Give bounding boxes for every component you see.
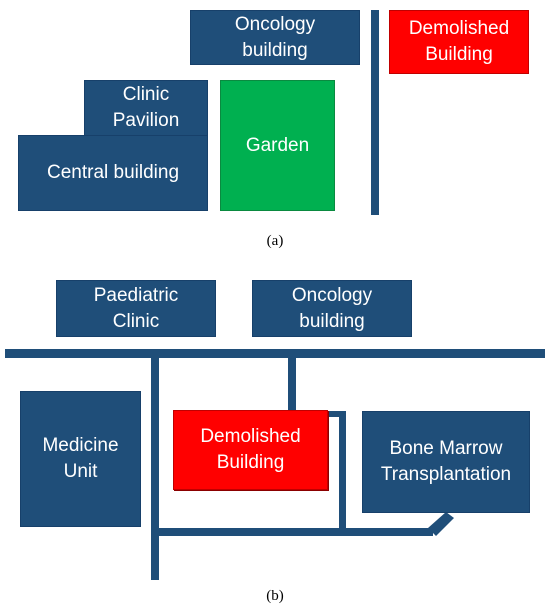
road-vertical-right [339, 412, 346, 532]
clinic-pavilion-a: Clinic Pavilion [84, 80, 208, 136]
paediatric-clinic-b: Paediatric Clinic [56, 280, 216, 337]
central-building-a: Central building [18, 135, 208, 211]
caption-a: (a) [266, 233, 284, 249]
demolished-building-b: Demolished Building [173, 410, 328, 490]
garden-a: Garden [220, 80, 335, 211]
oncology-building-b: Oncology building [252, 280, 412, 337]
road-diagonal [428, 512, 454, 536]
road-vertical-center [288, 356, 296, 411]
oncology-building-a: Oncology building [190, 10, 360, 65]
road-vertical-left [151, 356, 159, 580]
road-horizontal-top [5, 349, 545, 358]
road-horizontal-bottom [155, 528, 433, 536]
demolished-building-a: Demolished Building [389, 10, 529, 74]
road-connector [326, 411, 346, 417]
road-vertical-a [371, 10, 379, 215]
caption-b: (b) [266, 588, 284, 604]
bone-marrow-transplantation-b: Bone Marrow Transplantation [362, 411, 530, 513]
medicine-unit-b: Medicine Unit [20, 391, 141, 527]
